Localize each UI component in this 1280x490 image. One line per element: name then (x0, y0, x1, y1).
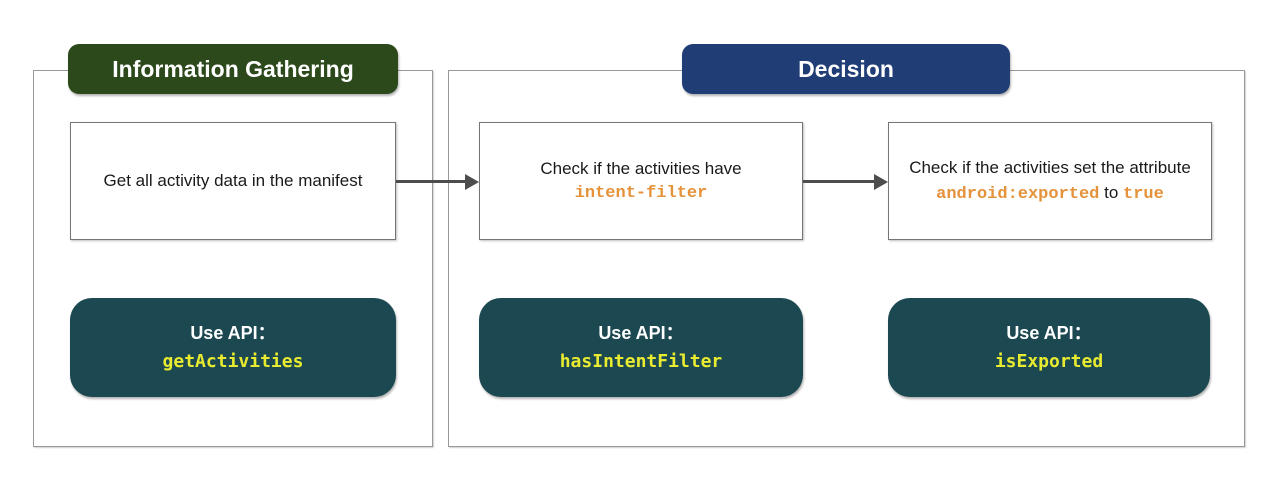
api-box-isexported: Use API： isExported (888, 298, 1210, 397)
api-box-getactivities: Use API： getActivities (70, 298, 396, 397)
step-text: Check if the activities have (540, 158, 742, 178)
flow-arrow-icon (396, 173, 479, 190)
code-android-exported: android:exported (936, 185, 1100, 204)
section-title-decision: Decision (682, 44, 1010, 94)
api-name-hasintentfilter: hasIntentFilter (559, 351, 723, 372)
step-text: Get all activity data in the manifest (103, 171, 363, 191)
step-text-line2: android:exported to true (936, 180, 1164, 208)
api-label: Use API： (190, 322, 276, 343)
api-box-hasintentfilter: Use API： hasIntentFilter (479, 298, 803, 397)
code-intent-filter: intent-filter (574, 184, 708, 203)
api-name-getactivities: getActivities (162, 351, 304, 372)
api-label: Use API： (1006, 322, 1092, 343)
step-text-to: to (1099, 183, 1124, 202)
api-label: Use API： (598, 322, 684, 343)
step-box-check-exported: Check if the activities set the attribut… (888, 122, 1212, 240)
api-name-isexported: isExported (994, 351, 1104, 372)
step-text: Check if the activities set the attribut… (909, 157, 1191, 177)
section-title-information-gathering: Information Gathering (68, 44, 398, 94)
step-box-check-intent-filter: Check if the activities have intent-filt… (479, 122, 803, 240)
code-true: true (1123, 185, 1164, 204)
flow-arrow-icon (803, 173, 888, 190)
step-box-get-activity-data: Get all activity data in the manifest (70, 122, 396, 240)
